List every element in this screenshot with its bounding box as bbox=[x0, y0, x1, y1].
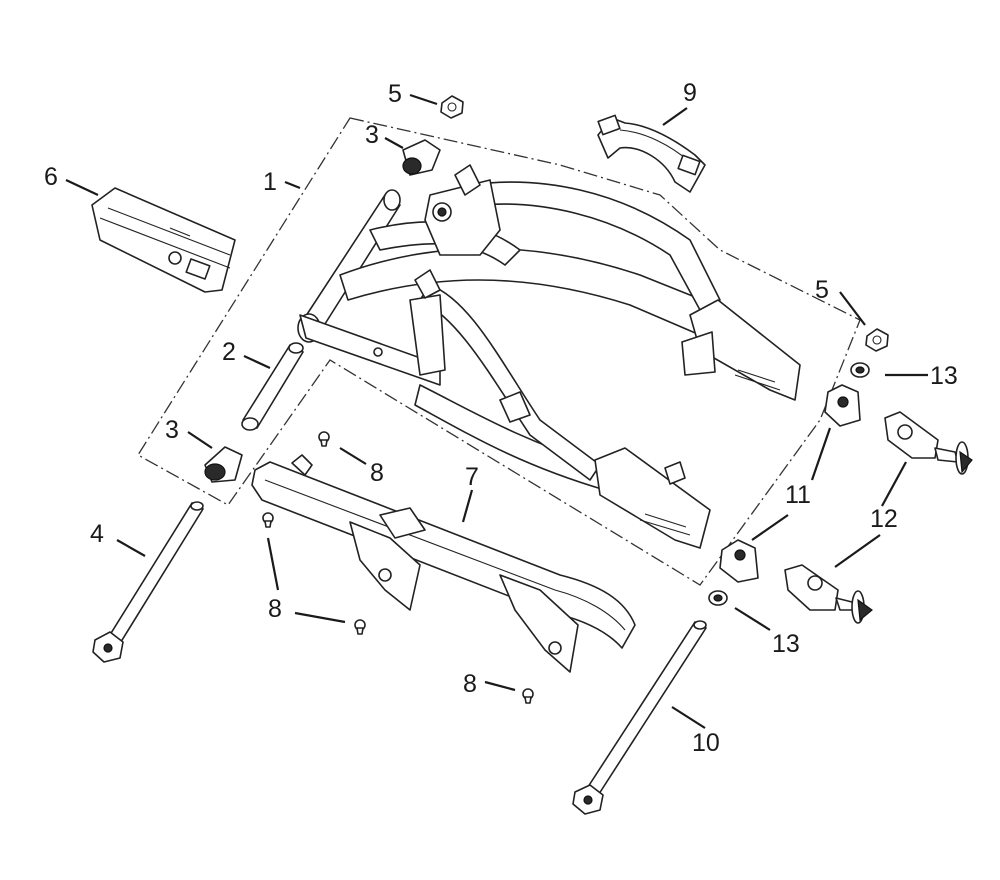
callout-12: 12 bbox=[870, 505, 898, 533]
pivot-bolt-part bbox=[92, 501, 204, 663]
chain-adjuster-lower-part bbox=[784, 564, 873, 624]
callout-labels: 5 3 1 6 2 3 4 8 8 8 7 9 5 13 11 12 13 10 bbox=[44, 79, 958, 757]
callout-11: 11 bbox=[785, 481, 811, 509]
nut-upper-part bbox=[440, 95, 464, 119]
callout-8-c: 8 bbox=[463, 670, 477, 698]
callout-13-upper: 13 bbox=[930, 362, 958, 390]
chain-guard-part bbox=[251, 454, 636, 673]
screw-b-part bbox=[262, 512, 274, 528]
callout-6: 6 bbox=[44, 163, 58, 191]
leader-lines bbox=[65, 93, 928, 729]
assembly-boundary bbox=[137, 117, 861, 586]
screw-c-part bbox=[354, 619, 366, 635]
axle-block-upper-part bbox=[824, 384, 861, 427]
hose-clamp-part bbox=[597, 114, 706, 193]
callout-5-upper: 5 bbox=[388, 80, 402, 108]
callout-5-right: 5 bbox=[815, 276, 829, 304]
callout-2: 2 bbox=[222, 338, 236, 366]
chain-adjuster-upper-part bbox=[884, 411, 973, 475]
bushing-upper-part bbox=[402, 139, 441, 176]
callout-4: 4 bbox=[90, 520, 104, 548]
callout-13-lower: 13 bbox=[772, 630, 800, 658]
callout-7: 7 bbox=[465, 463, 479, 491]
pivot-sleeve-part bbox=[241, 342, 304, 431]
axle-block-lower-part bbox=[719, 539, 759, 583]
callout-8-b: 8 bbox=[268, 595, 282, 623]
callout-8-a: 8 bbox=[370, 459, 384, 487]
chain-slider-part bbox=[91, 187, 236, 293]
screw-d-part bbox=[522, 688, 534, 704]
swingarm-part bbox=[297, 164, 801, 549]
washer-lower-part bbox=[708, 590, 728, 606]
callout-1: 1 bbox=[263, 168, 277, 196]
screw-a-part bbox=[318, 431, 330, 447]
axle-part bbox=[572, 620, 707, 815]
bushing-lower-part bbox=[204, 446, 243, 483]
callout-9: 9 bbox=[683, 79, 697, 107]
callout-3-lower: 3 bbox=[165, 416, 179, 444]
callout-3-upper: 3 bbox=[365, 121, 379, 149]
callout-10: 10 bbox=[692, 729, 720, 757]
nut-right-part bbox=[865, 328, 889, 352]
washer-upper-part bbox=[850, 362, 870, 378]
